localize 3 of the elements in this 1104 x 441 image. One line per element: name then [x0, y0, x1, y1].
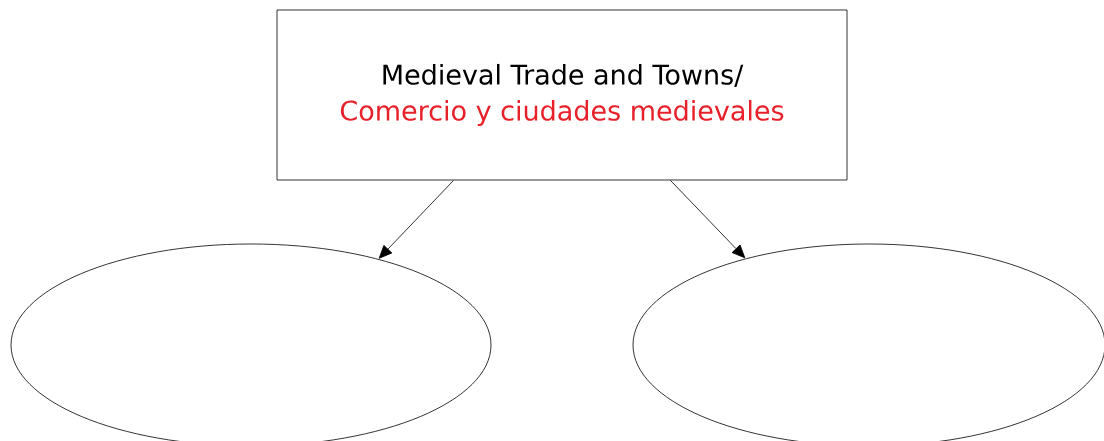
arrow: [670, 180, 746, 259]
arrow: [378, 180, 454, 259]
title-box: Medieval Trade and Towns/ Comercio y ciudades medievales: [276, 9, 848, 181]
